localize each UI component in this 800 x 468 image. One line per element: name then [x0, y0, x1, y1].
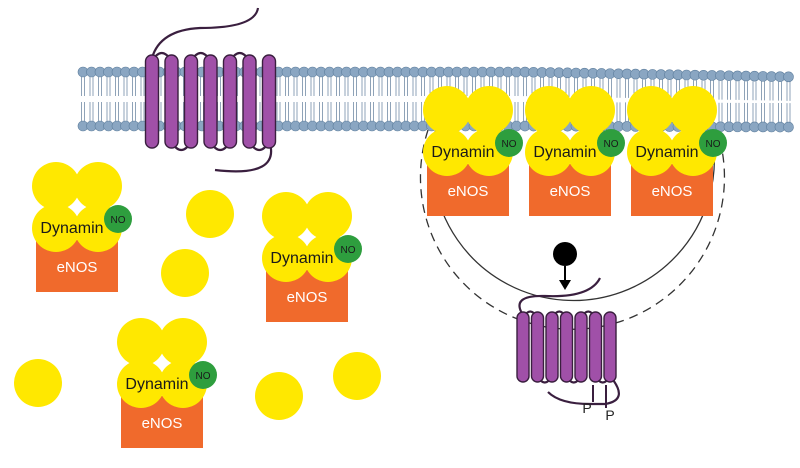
enos-label: eNOS	[550, 183, 591, 200]
enos-label: eNOS	[652, 183, 693, 200]
dynamin-unit	[627, 86, 675, 134]
transmembrane-helix	[530, 311, 545, 383]
dynamin-unit	[465, 86, 513, 134]
dynamin-enos-complex: Dynamin NO eNOS	[262, 192, 362, 322]
dynamin-unit	[262, 192, 310, 240]
nitric-oxide-badge	[597, 129, 625, 157]
dynamin-unit	[669, 86, 717, 134]
dynamin-unit	[423, 128, 471, 176]
dynamin-label: Dynamin	[270, 250, 333, 267]
transmembrane-helix	[242, 54, 257, 149]
nitric-oxide-badge	[189, 361, 217, 389]
no-label: NO	[196, 371, 211, 382]
transmembrane-helix	[164, 54, 179, 149]
internalized-receptor-icon	[516, 277, 620, 408]
nitric-oxide-badge	[334, 235, 362, 263]
no-label: NO	[706, 139, 721, 150]
phospho-label-1: P	[582, 400, 591, 416]
dynamin-unit	[159, 318, 207, 366]
transmembrane-helix	[545, 311, 559, 383]
transmembrane-helix	[203, 54, 218, 149]
dynamin-monomer	[14, 359, 62, 407]
dynamin-enos-complex: Dynamin NO eNOS	[423, 86, 523, 216]
enos-label: eNOS	[287, 289, 328, 306]
dynamin-label: Dynamin	[533, 144, 596, 161]
dynamin-unit	[525, 128, 573, 176]
dynamin-unit	[627, 128, 675, 176]
no-label: NO	[341, 245, 356, 256]
enos-label: eNOS	[448, 183, 489, 200]
dynamin-monomer	[333, 352, 381, 400]
dynamin-enos-complex: Dynamin NO eNOS	[627, 86, 727, 216]
transmembrane-helix	[261, 54, 277, 149]
no-label: NO	[604, 139, 619, 150]
phospho-label-2: P	[605, 407, 614, 423]
transmembrane-helix	[516, 311, 530, 383]
no-label: NO	[502, 139, 517, 150]
dynamin-unit	[74, 162, 122, 210]
lipid-head	[783, 71, 794, 83]
transmembrane-helix	[222, 54, 238, 149]
free-dynamin-monomers	[14, 190, 381, 420]
nitric-oxide-badge	[104, 205, 132, 233]
ligand-icon	[553, 242, 577, 266]
membrane-receptor-icon	[144, 7, 277, 173]
dynamin-unit	[304, 192, 352, 240]
dynamin-unit	[32, 162, 80, 210]
dynamin-label: Dynamin	[125, 376, 188, 393]
dynamin-unit	[117, 318, 165, 366]
transmembrane-helix	[183, 54, 199, 149]
transmembrane-helix	[603, 311, 617, 383]
no-label: NO	[111, 215, 126, 226]
transmembrane-helix	[588, 311, 603, 383]
dynamin-enos-complex: Dynamin NO eNOS	[117, 318, 217, 448]
dynamin-label: Dynamin	[635, 144, 698, 161]
dynamin-unit	[32, 204, 80, 252]
transmembrane-helix	[144, 54, 160, 149]
dynamin-monomer	[186, 190, 234, 238]
down-arrow-icon	[559, 266, 571, 290]
lipid-head	[783, 121, 794, 133]
transmembrane-helix	[574, 311, 588, 383]
dynamin-label: Dynamin	[431, 144, 494, 161]
dynamin-monomer	[161, 249, 209, 297]
transmembrane-helix	[559, 311, 574, 383]
dynamin-monomer	[255, 372, 303, 420]
dynamin-label: Dynamin	[40, 220, 103, 237]
enos-label: eNOS	[142, 415, 183, 432]
dynamin-unit	[262, 234, 310, 282]
dynamin-unit	[423, 86, 471, 134]
nitric-oxide-badge	[495, 129, 523, 157]
nitric-oxide-badge	[699, 129, 727, 157]
dynamin-unit	[117, 360, 165, 408]
dynamin-enos-complex: Dynamin NO eNOS	[525, 86, 625, 216]
enos-label: eNOS	[57, 259, 98, 276]
dynamin-unit	[567, 86, 615, 134]
dynamin-enos-complex: Dynamin NO eNOS	[32, 162, 132, 292]
dynamin-unit	[525, 86, 573, 134]
